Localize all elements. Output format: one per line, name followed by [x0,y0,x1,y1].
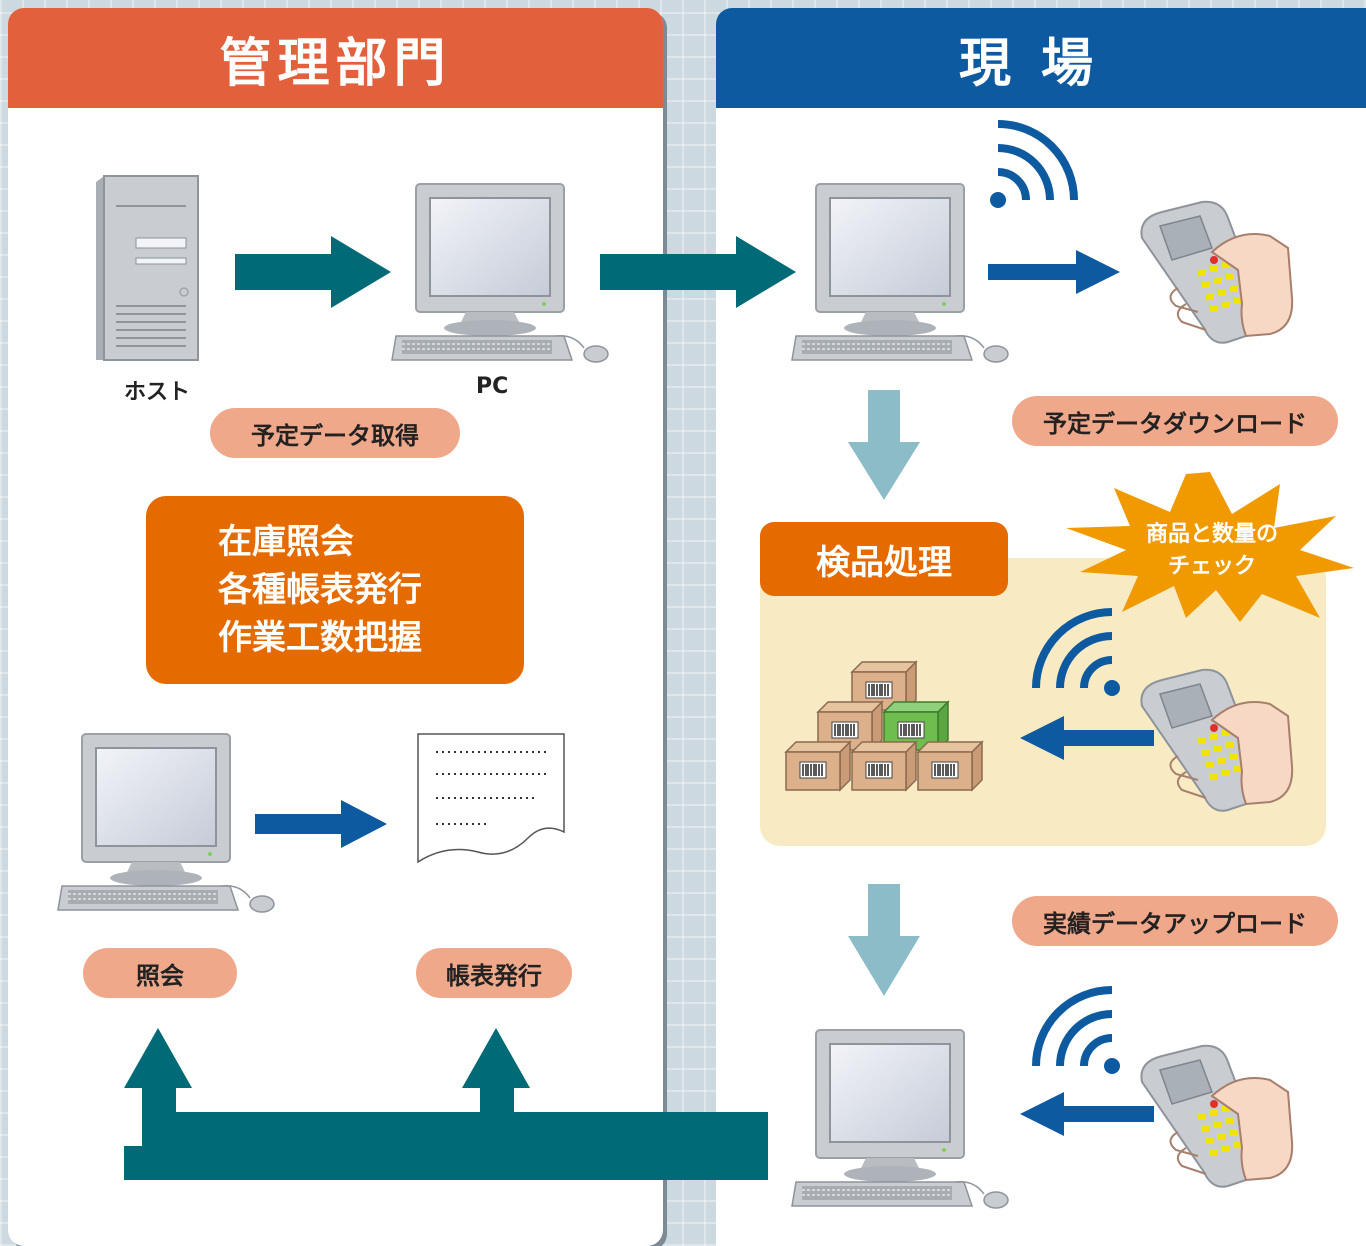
wifi-icon-upload [1036,990,1126,1080]
arrow-to-scanner [988,250,1120,294]
arrow-host-to-pc [235,236,391,308]
function-workload: 作業工数把握 [218,618,422,658]
management-header: 管理部門 [8,8,663,108]
burst-line-2: チェック [1167,554,1256,579]
handy-terminal-upload-icon [1140,1044,1294,1188]
host-server-icon [96,175,199,361]
arrow-scanner-to-pc [1020,1092,1154,1136]
burst-line-1: 商品と数量の [1145,522,1278,547]
handy-terminal-inspection-icon [1140,668,1294,812]
field-pc-upload-icon [791,1029,1009,1209]
functions-box: 在庫照会 各種帳表発行 作業工数把握 [146,496,524,684]
arrow-pc-to-field-pc [600,236,796,308]
upload-pill: 実績データアップロード [1012,896,1338,946]
inquiry-pill: 照会 [83,948,237,998]
check-burst [1066,472,1354,622]
arrow-down-2 [848,884,920,996]
function-reports: 各種帳表発行 [218,570,422,610]
handy-terminal-icon [1140,200,1294,344]
host-label: ホスト [124,380,191,405]
function-inventory: 在庫照会 [218,522,354,562]
field-header: 現場 [716,8,1366,108]
arrow-scanner-to-boxes [1020,716,1154,760]
report-document-icon [417,733,565,864]
return-arrow [124,1028,768,1180]
pc-label: PC [476,374,509,399]
arrow-down-1 [848,390,920,500]
report-pill: 帳表発行 [416,948,572,998]
arrow-pc-to-report [255,800,387,848]
pc-icon [391,183,609,363]
download-pill: 予定データダウンロード [1012,396,1338,446]
inspection-tag: 検品処理 [760,522,1008,596]
boxes-icon [785,661,983,791]
get-plan-data-pill: 予定データ取得 [210,408,460,458]
wifi-icon-inspection [1036,612,1126,702]
